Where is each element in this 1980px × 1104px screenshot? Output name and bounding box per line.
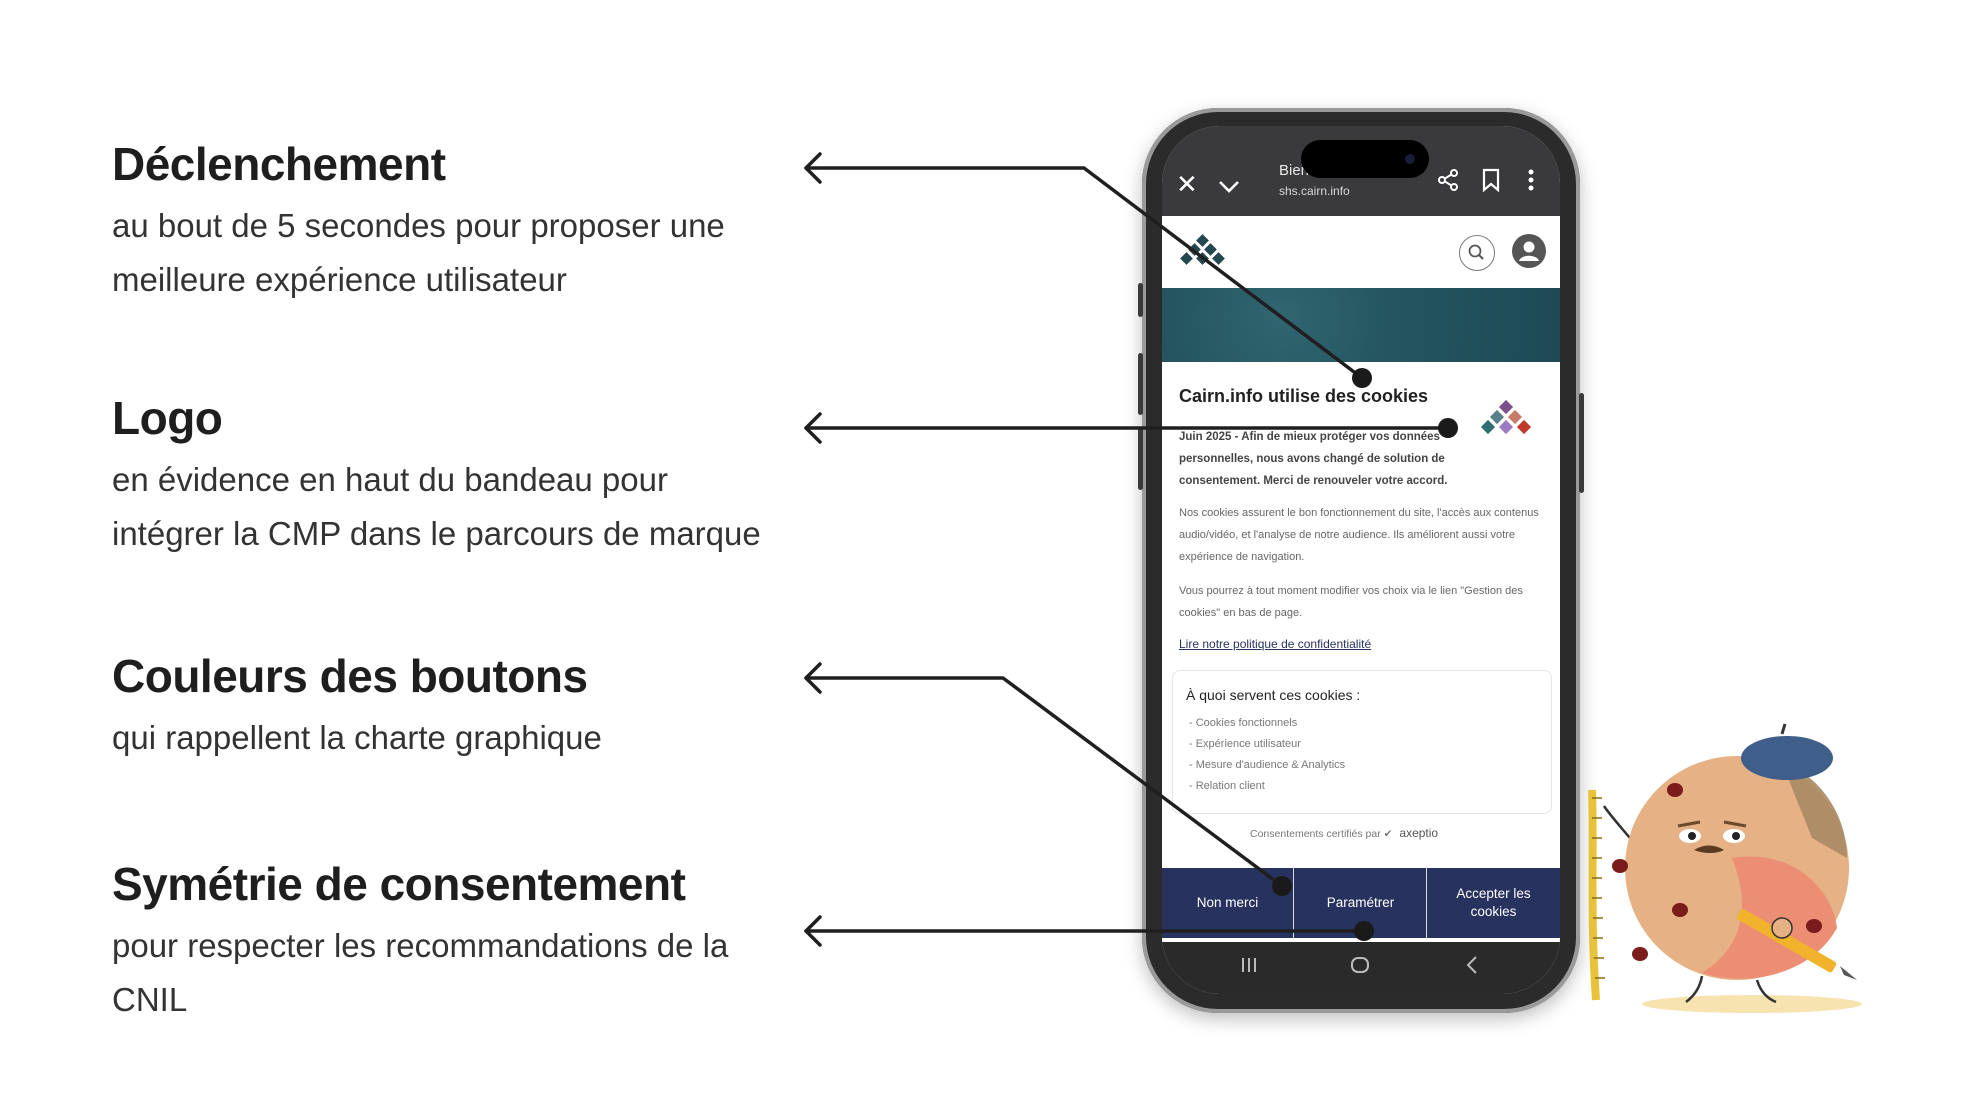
arrow-head-icon xyxy=(804,152,822,184)
account-icon[interactable] xyxy=(1512,234,1546,268)
consent-buttons: Non merci Paramétrer Accepter les cookie… xyxy=(1162,868,1560,938)
cmp-title: Cairn.info utilise des cookies xyxy=(1179,386,1429,406)
settings-button[interactable]: Paramétrer xyxy=(1293,868,1427,938)
phone-button xyxy=(1579,393,1584,493)
certification-line: Consentements certifiés par ✔ axeptio xyxy=(1250,826,1438,840)
phone-button xyxy=(1138,283,1143,317)
arrow-head-icon xyxy=(804,915,822,947)
cmp-intro-text: Juin 2025 - Afin de mieux protéger vos d… xyxy=(1179,431,1448,487)
phone-button xyxy=(1138,428,1143,490)
annotation-title: Logo xyxy=(112,392,223,444)
certified-text: Consentements certifiés par xyxy=(1250,828,1381,840)
check-icon: ✔ xyxy=(1383,828,1393,840)
search-icon[interactable] xyxy=(1459,235,1495,271)
cairn-logo[interactable] xyxy=(1176,234,1232,274)
accept-button[interactable]: Accepter les cookies xyxy=(1426,868,1560,938)
purpose-item: - Mesure d'audience & Analytics xyxy=(1189,759,1346,771)
cmp-description-manage: Vous pourrez à tout moment modifier vos … xyxy=(1179,585,1523,619)
annotation-text: au bout de 5 secondes pour proposer une … xyxy=(112,206,725,298)
arrow-head-icon xyxy=(804,662,822,694)
privacy-policy-link[interactable]: Lire notre politique de confidentialité xyxy=(1179,637,1372,651)
cookie-consent-panel: Cairn.info utilise des cookies Juin 2025… xyxy=(1162,362,1560,942)
annotation-title: Symétrie de consentement xyxy=(112,858,686,910)
annotation-text: pour respecter les recommandations de la… xyxy=(112,926,729,1018)
purposes-list: - Cookies fonctionnels - Expérience util… xyxy=(1189,713,1345,797)
cmp-description: Nos cookies assurent le bon fonctionneme… xyxy=(1179,507,1539,563)
purpose-item: - Cookies fonctionnels xyxy=(1189,717,1298,729)
browser-bar: ✕ Bienvenue | ... shs.cairn.info xyxy=(1162,126,1560,216)
phone-mockup: ✕ Bienvenue | ... shs.cairn.info xyxy=(1138,108,1584,1013)
purpose-item: - Relation client xyxy=(1189,780,1265,792)
refuse-button[interactable]: Non merci xyxy=(1196,895,1259,910)
back-icon[interactable] xyxy=(1462,954,1484,981)
annotation-title: Couleurs des boutons xyxy=(112,650,588,702)
cookie-purposes-box: À quoi servent ces cookies : - Cookies f… xyxy=(1172,670,1552,814)
annotation-logo: Logo en évidence en haut du bandeau pour… xyxy=(112,392,772,561)
chevron-down-icon[interactable] xyxy=(1218,172,1240,198)
share-icon[interactable] xyxy=(1436,168,1460,196)
bookmark-icon[interactable] xyxy=(1482,168,1500,196)
annotation-text: en évidence en haut du bandeau pour inté… xyxy=(112,460,761,552)
arrow-head-icon xyxy=(804,412,822,444)
annotation-trigger: Déclenchement au bout de 5 secondes pour… xyxy=(112,138,772,307)
cmp-brand-logo xyxy=(1480,400,1532,435)
axeptio-brand: axeptio xyxy=(1399,826,1439,840)
recent-apps-icon[interactable] xyxy=(1238,954,1260,981)
android-nav-bar xyxy=(1162,942,1560,994)
more-vertical-icon[interactable] xyxy=(1527,168,1535,196)
annotation-symmetry: Symétrie de consentement pour respecter … xyxy=(112,858,772,1027)
site-header xyxy=(1162,216,1560,288)
browser-url: shs.cairn.info xyxy=(1279,184,1350,198)
home-icon[interactable] xyxy=(1349,954,1371,981)
camera-lens xyxy=(1405,154,1415,164)
cookie-mascot-illustration xyxy=(1588,723,1862,1013)
purposes-title: À quoi servent ces cookies : xyxy=(1186,687,1361,703)
phone-screen: ✕ Bienvenue | ... shs.cairn.info xyxy=(1162,126,1560,994)
annotation-text: qui rappellent la charte graphique xyxy=(112,718,602,756)
annotation-title: Déclenchement xyxy=(112,138,446,190)
annotation-button-colors: Couleurs des boutons qui rappellent la c… xyxy=(112,650,772,765)
close-icon[interactable]: ✕ xyxy=(1176,169,1198,199)
purpose-item: - Expérience utilisateur xyxy=(1189,738,1301,750)
phone-button xyxy=(1138,353,1143,415)
site-banner xyxy=(1162,288,1560,362)
camera-notch xyxy=(1301,140,1429,178)
